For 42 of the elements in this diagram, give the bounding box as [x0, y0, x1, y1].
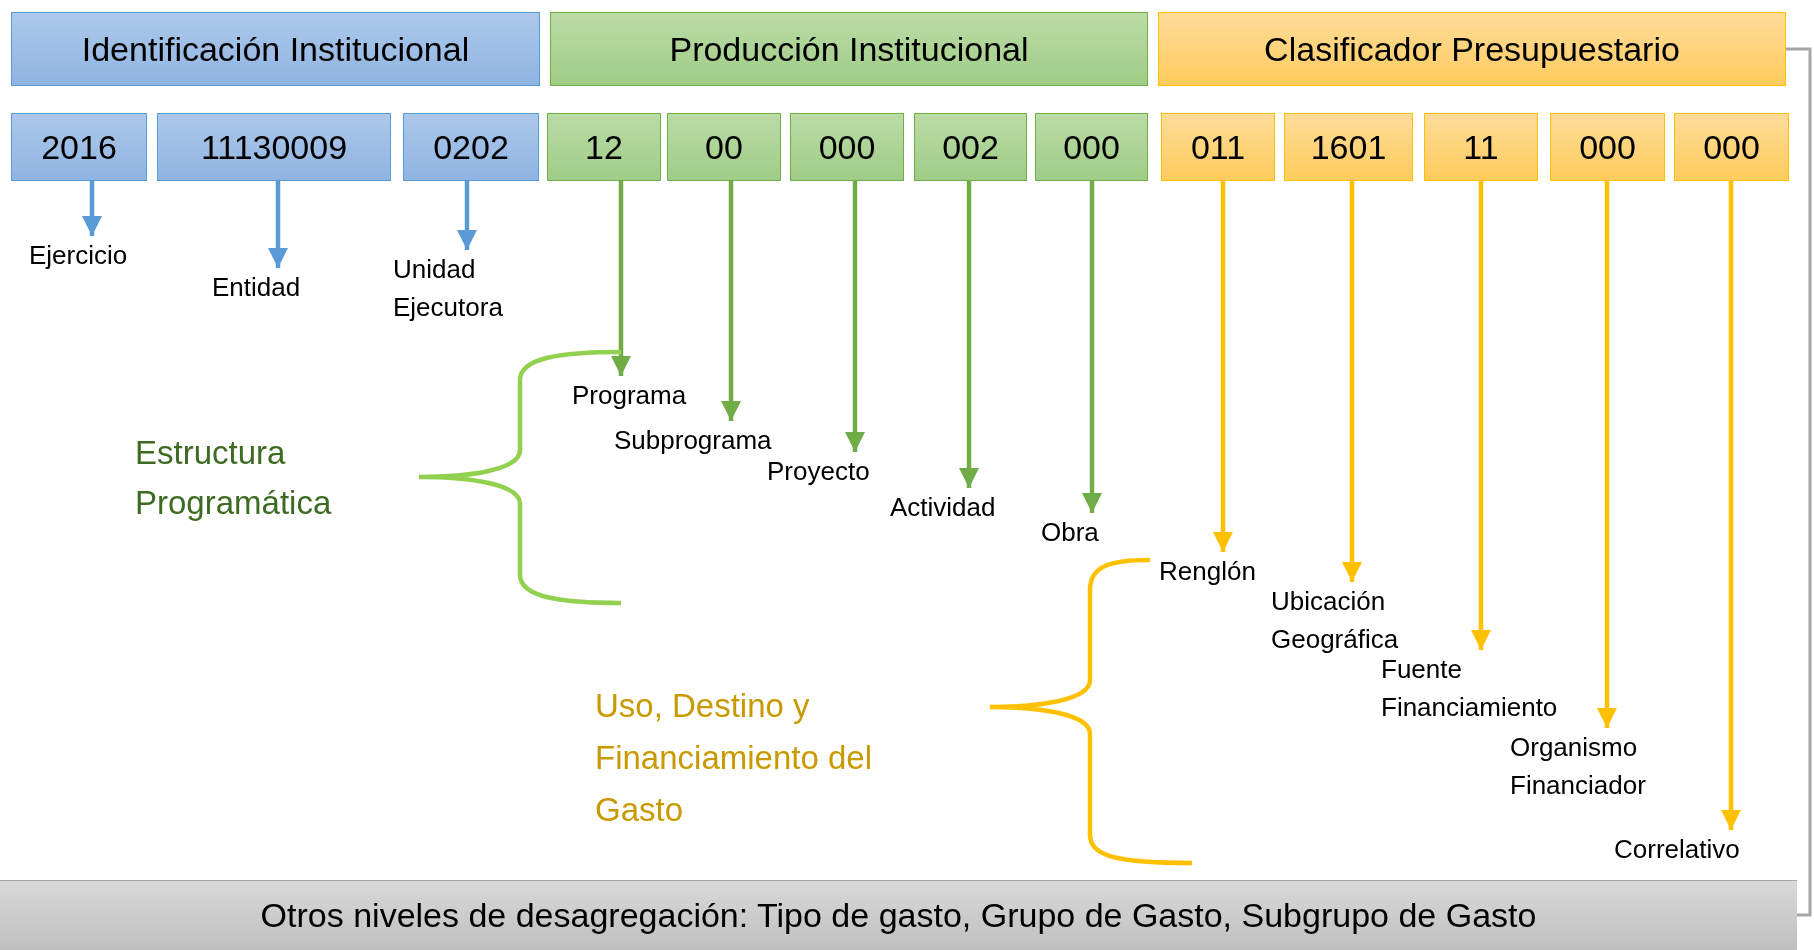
arrow: [267, 181, 289, 268]
section-header: Clasificador Presupuestario: [1158, 12, 1786, 86]
section-header: Producción Institucional: [550, 12, 1148, 86]
code-box: 011: [1161, 113, 1275, 181]
arrow: [1720, 181, 1742, 830]
code-box: 0202: [403, 113, 539, 181]
code-box: 000: [1550, 113, 1665, 181]
code-box: 000: [790, 113, 904, 181]
group-label: Estructura Programática: [135, 433, 333, 523]
arrow: [610, 181, 632, 376]
code-box: 12: [547, 113, 661, 181]
code-box: 11130009: [157, 113, 391, 181]
code-box: 2016: [11, 113, 147, 181]
code-description: Unidad Ejecutora: [393, 250, 523, 326]
arrow: [1081, 181, 1103, 513]
code-description: Obra: [1041, 513, 1099, 551]
code-box: 000: [1035, 113, 1148, 181]
code-box: 000: [1674, 113, 1789, 181]
arrow: [844, 181, 866, 452]
code-description: Renglón: [1159, 552, 1256, 590]
code-description: Entidad: [212, 268, 301, 306]
arrow: [720, 181, 742, 421]
code-box: 00: [667, 113, 781, 181]
code-description: Ejercicio: [29, 236, 128, 274]
code-description: Organismo Financiador: [1510, 728, 1670, 804]
group-label: Uso, Destino y Financiamiento del Gasto: [595, 686, 873, 830]
arrow: [1341, 181, 1363, 582]
connector-line: [1786, 47, 1812, 917]
arrow: [1212, 181, 1234, 552]
footer-bar: Otros niveles de desagregación: Tipo de gasto, Grupo de Gasto, Subgrupo de Gasto: [0, 880, 1797, 950]
arrow: [81, 181, 103, 236]
arrow: [456, 181, 478, 250]
code-description: Correlativo: [1614, 830, 1740, 868]
code-box: 1601: [1284, 113, 1413, 181]
arrow: [1596, 181, 1618, 728]
section-header: Identificación Institucional: [11, 12, 540, 86]
arrow: [958, 181, 980, 488]
code-description: Programa: [572, 376, 687, 414]
code-description: Actividad: [890, 488, 996, 526]
code-box: 002: [914, 113, 1027, 181]
arrow: [1470, 181, 1492, 650]
code-box: 11: [1424, 113, 1538, 181]
